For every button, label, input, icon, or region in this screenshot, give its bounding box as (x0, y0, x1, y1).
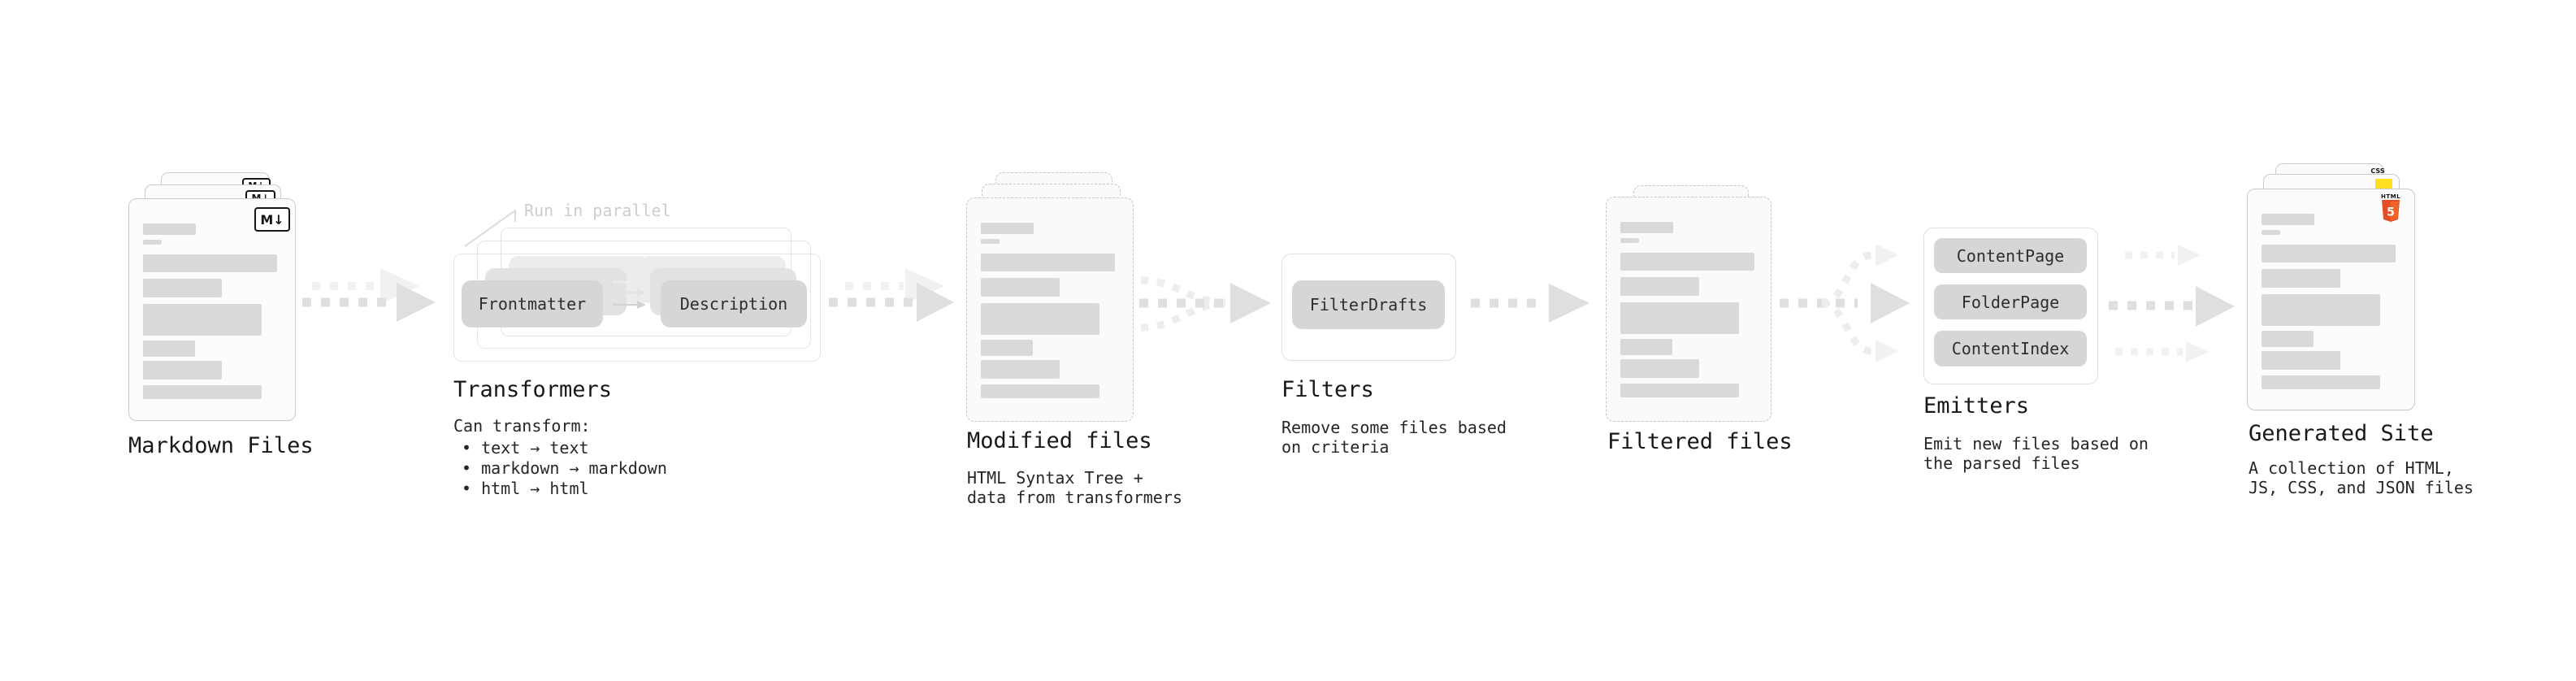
stage-label-transformers: Transformers (453, 377, 613, 402)
placeholder-bar (981, 254, 1115, 271)
stage-label-modified-files: Modified files (967, 428, 1152, 453)
flow-arrow-icon (302, 268, 436, 322)
placeholder-bar (1620, 253, 1754, 271)
pill-description: Description (661, 280, 807, 327)
svg-text:5: 5 (2387, 206, 2395, 219)
doc-card-front (1606, 197, 1772, 422)
stage-description-bullets: • text → text • markdown → markdown • ht… (462, 438, 667, 498)
stage-label-filtered-files: Filtered files (1607, 429, 1793, 454)
placeholder-bar (2262, 245, 2396, 262)
generated-site-stack: CSS HTML 5 (2247, 154, 2415, 410)
placeholder-bar (2262, 351, 2340, 370)
modified-files-stack (966, 163, 1134, 422)
stage-label-emitters: Emitters (1923, 393, 2030, 419)
stage-description: Emit new files based on the parsed files (1923, 434, 2149, 473)
css-label: CSS (2370, 167, 2385, 175)
placeholder-bar (143, 340, 195, 357)
html5-word: HTML (2380, 193, 2401, 200)
placeholder-bar (2262, 294, 2380, 326)
placeholder-bar (2262, 375, 2380, 389)
placeholder-bar (2262, 269, 2340, 288)
placeholder-bar (1620, 339, 1672, 355)
pill-folderpage: FolderPage (1934, 284, 2087, 319)
placeholder-bar (1620, 222, 1673, 233)
pill-filterdrafts: FilterDrafts (1292, 280, 1445, 329)
placeholder-bar (2262, 331, 2314, 347)
placeholder-bar (143, 254, 277, 272)
placeholder-bar (143, 385, 262, 399)
placeholder-bar (1620, 238, 1639, 243)
doc-card-front: M↓ (128, 198, 296, 421)
doc-card-front (966, 197, 1134, 422)
flow-arrow-icon (829, 268, 954, 322)
placeholder-bar (1620, 384, 1739, 397)
stage-description: HTML Syntax Tree + data from transformer… (967, 468, 1182, 507)
placeholder-bar (981, 223, 1034, 234)
html5-icon: HTML 5 (2380, 193, 2401, 225)
triple-arrow-icon (2109, 245, 2235, 362)
markdown-icon: M↓ (254, 207, 290, 232)
merge-arrow-icon (1139, 276, 1271, 332)
placeholder-bar (981, 384, 1099, 398)
stage-label-filters: Filters (1281, 377, 1374, 402)
placeholder-bar (1620, 359, 1699, 378)
placeholder-bar (2262, 214, 2314, 225)
stage-label-generated-site: Generated Site (2249, 421, 2434, 446)
stage-label-markdown-files: Markdown Files (128, 433, 314, 458)
stage-description: A collection of HTML, JS, CSS, and JSON … (2249, 458, 2474, 497)
transformers-container-front (453, 254, 821, 362)
split-arrow-icon (1780, 244, 1910, 362)
placeholder-bar (1620, 302, 1739, 334)
placeholder-bar (143, 240, 162, 245)
placeholder-bar (981, 340, 1033, 356)
pill-contentpage: ContentPage (1934, 238, 2087, 273)
placeholder-bar (1620, 277, 1699, 296)
markdown-files-stack: M↓ M↓ M↓ (128, 163, 296, 421)
html5-shield: 5 (2382, 200, 2400, 222)
stage-description: Can transform: (453, 416, 591, 436)
placeholder-bar (981, 303, 1099, 335)
flow-arrow-icon (1471, 284, 1589, 323)
run-in-parallel-annotation: Run in parallel (524, 201, 671, 220)
pill-frontmatter: Frontmatter (462, 280, 603, 327)
doc-card-front: HTML 5 (2247, 189, 2415, 410)
pill-contentindex: ContentIndex (1934, 331, 2087, 367)
stage-description: Remove some files based on criteria (1281, 418, 1507, 457)
placeholder-bar (981, 360, 1060, 379)
leader-line (464, 209, 516, 247)
placeholder-bar (143, 279, 222, 297)
placeholder-bar (2262, 230, 2280, 235)
placeholder-bar (143, 361, 222, 380)
placeholder-bar (981, 278, 1060, 297)
placeholder-bar (143, 304, 262, 336)
js-icon (2375, 179, 2392, 189)
placeholder-bar (143, 223, 196, 235)
parallel-arrows-icon (613, 278, 646, 309)
placeholder-bar (981, 239, 1000, 244)
filtered-files-stack (1606, 176, 1772, 422)
